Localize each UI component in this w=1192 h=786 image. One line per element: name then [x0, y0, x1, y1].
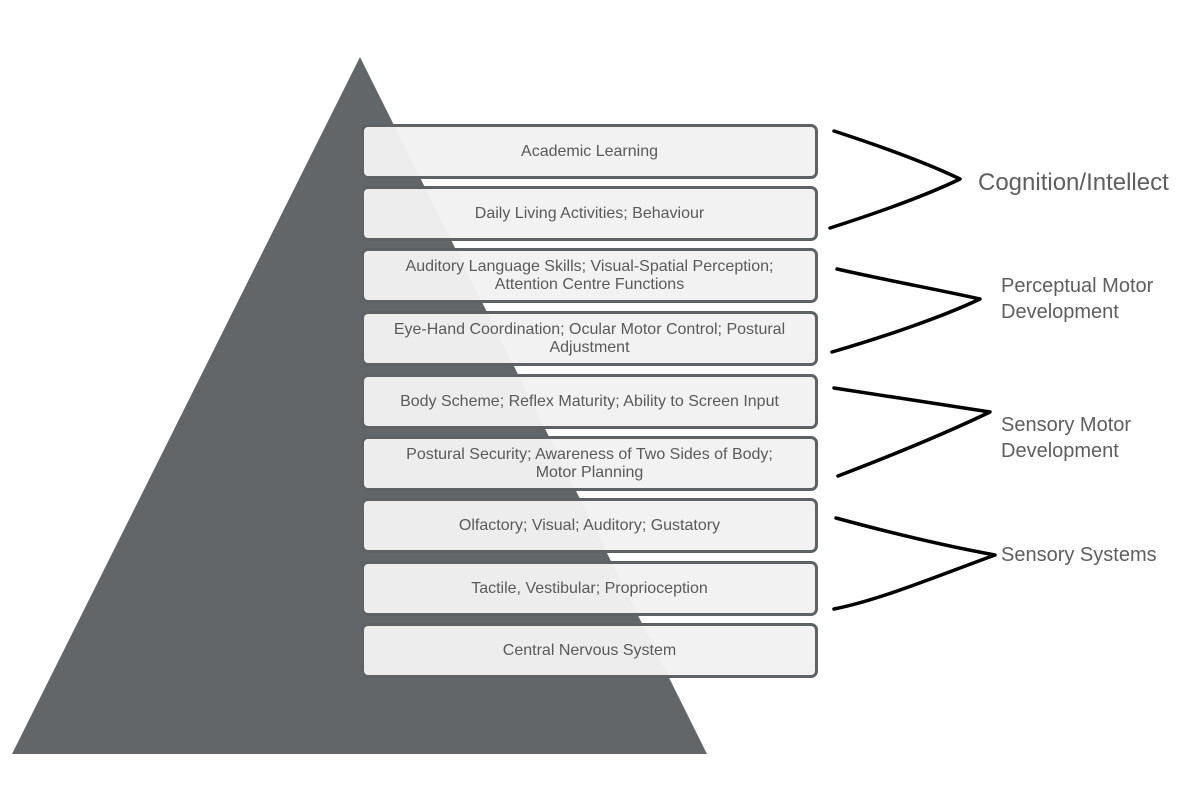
level-tactile: Tactile, Vestibular; Proprioception	[361, 561, 818, 616]
level-central-nervous-system: Central Nervous System	[361, 623, 818, 678]
level-daily-living: Daily Living Activities; Behaviour	[361, 186, 818, 241]
level-label: Eye-Hand Coordination; Ocular Motor Cont…	[393, 320, 786, 356]
level-label: Body Scheme; Reflex Maturity; Ability to…	[400, 392, 779, 410]
group-label-cognition: Cognition/Intellect	[978, 169, 1169, 196]
group-label-sensory-systems: Sensory Systems	[1001, 544, 1157, 566]
group-label-perceptual-motor: Perceptual Motor Development	[1001, 275, 1154, 323]
level-label: Academic Learning	[521, 142, 658, 160]
level-auditory-language: Auditory Language Skills; Visual-Spatial…	[361, 248, 818, 303]
level-label: Auditory Language Skills; Visual-Spatial…	[405, 257, 774, 293]
level-label: Postural Security; Awareness of Two Side…	[406, 445, 773, 481]
level-academic-learning: Academic Learning	[361, 124, 818, 179]
level-postural-security: Postural Security; Awareness of Two Side…	[361, 436, 818, 491]
level-label: Central Nervous System	[502, 641, 677, 659]
level-label: Tactile, Vestibular; Proprioception	[471, 579, 708, 597]
level-body-scheme: Body Scheme; Reflex Maturity; Ability to…	[361, 374, 818, 429]
level-label: Daily Living Activities; Behaviour	[474, 204, 705, 222]
group-label-sensory-motor: Sensory Motor Development	[1001, 414, 1132, 462]
level-olfactory: Olfactory; Visual; Auditory; Gustatory	[361, 498, 818, 553]
level-label: Olfactory; Visual; Auditory; Gustatory	[458, 516, 721, 534]
level-eye-hand: Eye-Hand Coordination; Ocular Motor Cont…	[361, 311, 818, 366]
